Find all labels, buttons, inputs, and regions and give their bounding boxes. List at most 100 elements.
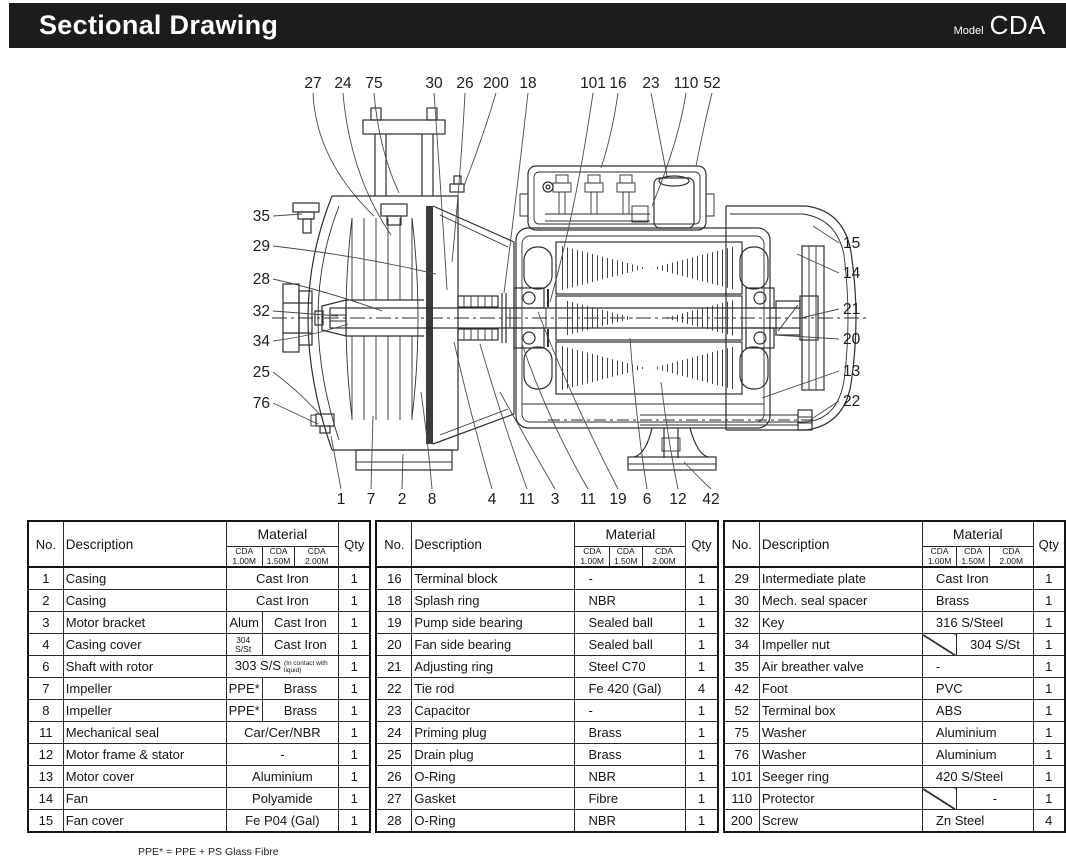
callout-number: 76 (253, 395, 270, 412)
part-description-cell: Priming plug (411, 721, 576, 744)
part-no-cell: 26 (375, 765, 413, 788)
callout-number: 110 (674, 75, 699, 92)
part-no-cell: 32 (723, 611, 760, 634)
material-cell: Fibre (574, 787, 687, 810)
parts-table-group-3: No. Description Material Qty CDA 1.00M C… (722, 520, 1066, 833)
material-cell: 420 S/Steel (921, 765, 1034, 788)
part-qty-cell: 1 (1032, 787, 1066, 810)
part-description-cell: Mechanical seal (62, 721, 227, 744)
material-cell: Aluminium (921, 721, 1034, 744)
part-description-cell: Motor frame & stator (62, 743, 227, 766)
callout-number: 101 (580, 75, 606, 92)
callout-number: 26 (456, 75, 473, 92)
part-qty-cell: 1 (338, 677, 371, 700)
part-no-cell: 2 (27, 589, 64, 612)
material-cell: - (574, 699, 687, 722)
col-header-qty: Qty (685, 520, 719, 568)
material-cell: 303 S/S(In contact with liquid) (225, 655, 340, 678)
material-cell: NBR (574, 809, 687, 833)
part-qty-cell: 1 (338, 655, 371, 678)
col-header-material: Material (574, 520, 687, 547)
material-cell: Aluminium (921, 743, 1034, 766)
material-cell: ABS (921, 699, 1034, 722)
part-qty-cell: 1 (685, 721, 719, 744)
part-qty-cell: 1 (685, 699, 719, 722)
part-no-cell: 19 (375, 611, 413, 634)
part-description-cell: Washer (758, 743, 923, 766)
callout-number: 11 (519, 491, 535, 508)
part-qty-cell: 1 (1032, 765, 1066, 788)
material-cell: NBR (574, 589, 687, 612)
material-cell: PPE* (225, 677, 263, 700)
col-header-cda-100m: CDA 1.00M (574, 546, 610, 568)
part-qty-cell: 1 (338, 721, 371, 744)
callout-leader-lines (272, 92, 840, 490)
material-cell: Brass (261, 699, 340, 722)
part-no-cell: 20 (375, 633, 413, 656)
callout-number: 21 (843, 301, 860, 318)
material-cell: Brass (574, 721, 687, 744)
part-qty-cell: 4 (685, 677, 719, 700)
part-description-cell: Terminal block (411, 566, 576, 590)
model-badge: Model CDA (954, 10, 1046, 41)
part-description-cell: Key (758, 611, 923, 634)
callout-number: 12 (669, 491, 686, 508)
part-no-cell: 18 (375, 589, 413, 612)
part-description-cell: Adjusting ring (411, 655, 576, 678)
part-no-cell: 4 (27, 633, 64, 656)
part-qty-cell: 1 (338, 809, 371, 833)
part-no-cell: 76 (723, 743, 760, 766)
callout-number: 52 (703, 75, 720, 92)
material-cell: Cast Iron (261, 633, 340, 656)
part-no-cell: 16 (375, 566, 413, 590)
part-no-cell: 52 (723, 699, 760, 722)
col-header-cda-100m: CDA 1.00M (921, 546, 958, 568)
callout-number: 42 (702, 491, 719, 508)
material-cell: Zn Steel (921, 809, 1034, 833)
part-no-cell: 14 (27, 787, 64, 810)
part-qty-cell: 1 (685, 743, 719, 766)
part-no-cell: 200 (723, 809, 760, 833)
material-cell: Cast Iron (225, 566, 340, 590)
part-qty-cell: 1 (338, 589, 371, 612)
material-cell: Fe 420 (Gal) (574, 677, 687, 700)
callout-number: 15 (843, 235, 860, 252)
material-cell: Alum (225, 611, 263, 634)
material-cell: PVC (921, 677, 1034, 700)
part-description-cell: Impeller nut (758, 633, 923, 656)
part-qty-cell: 1 (685, 566, 719, 590)
callout-number: 19 (609, 491, 626, 508)
part-description-cell: Splash ring (411, 589, 576, 612)
part-description-cell: O-Ring (411, 809, 576, 833)
col-header-cda-150m: CDA 1.50M (261, 546, 296, 568)
part-description-cell: O-Ring (411, 765, 576, 788)
part-qty-cell: 1 (338, 787, 371, 810)
part-description-cell: Casing (62, 566, 227, 590)
part-description-cell: Shaft with rotor (62, 655, 227, 678)
part-qty-cell: 1 (1032, 677, 1066, 700)
part-no-cell: 11 (27, 721, 64, 744)
part-qty-cell: 1 (1032, 589, 1066, 612)
col-header-cda-200m: CDA 2.00M (988, 546, 1034, 568)
callout-number: 35 (253, 208, 270, 225)
model-value: CDA (989, 10, 1046, 40)
callout-number: 13 (843, 363, 860, 380)
parts-table: No. Description Material Qty CDA 1.00M C… (27, 520, 1066, 833)
part-description-cell: Protector (758, 787, 923, 810)
pump-sectional-drawing: 27 24 75 30 26 200 18 101 16 23 110 52 3… (253, 75, 866, 508)
